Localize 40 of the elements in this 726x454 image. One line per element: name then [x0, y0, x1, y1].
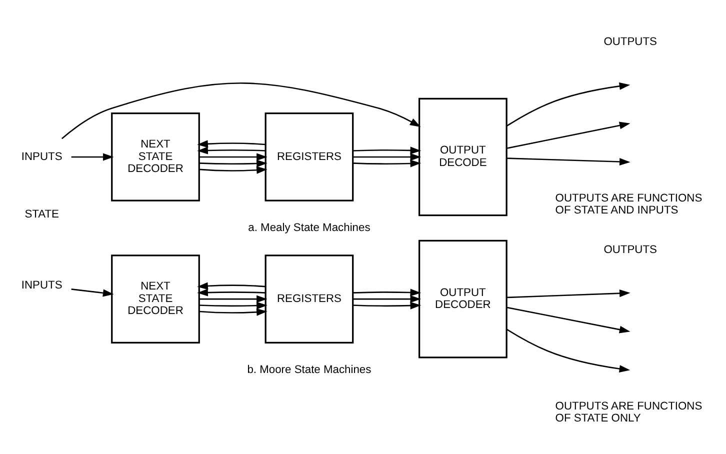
- arrow: [197, 146, 266, 154]
- label: b. Moore State Machines: [247, 363, 372, 376]
- arrow: [71, 288, 114, 296]
- arrow: [352, 301, 422, 309]
- arrow: [197, 288, 266, 296]
- arrow: [199, 152, 268, 160]
- arrow: [71, 152, 114, 160]
- arrow: [61, 82, 421, 139]
- arrow: [199, 301, 268, 309]
- node-box: REGISTERS: [264, 112, 354, 201]
- label: STATE: [24, 208, 60, 220]
- arrow: [506, 82, 630, 126]
- arrow: [352, 146, 422, 154]
- arrow: [199, 166, 268, 174]
- node-box: OUTPUT DECODER: [418, 239, 508, 358]
- arrow: [197, 282, 266, 290]
- label: OUTPUTS ARE FUNCTIONS OF STATE ONLY: [555, 400, 702, 424]
- node-box: OUTPUT DECODE: [418, 97, 508, 216]
- arrow: [506, 306, 630, 333]
- arrow: [199, 308, 268, 316]
- label: OUTPUTS: [604, 244, 658, 256]
- arrow: [199, 294, 268, 302]
- label: OUTPUTS ARE FUNCTIONS OF STATE AND INPUTS: [555, 192, 702, 216]
- arrow: [352, 288, 422, 296]
- label: a. Mealy State Machines: [248, 221, 370, 234]
- arrow: [352, 159, 422, 167]
- node-box: NEXT STATE DECODER: [111, 112, 200, 201]
- node-box: REGISTERS: [264, 254, 354, 343]
- label: OUTPUTS: [604, 36, 658, 48]
- arrow: [352, 152, 422, 160]
- arrow: [197, 140, 266, 148]
- node-text: INPUTS: [21, 279, 62, 292]
- arrow: [506, 157, 630, 166]
- node-text: INPUTS: [21, 150, 62, 162]
- arrow: [506, 328, 630, 372]
- arrow: [506, 289, 630, 298]
- arrow: [506, 121, 630, 148]
- arrow: [352, 294, 422, 302]
- arrow: [199, 159, 268, 167]
- node-box: NEXT STATE DECODER: [111, 254, 200, 343]
